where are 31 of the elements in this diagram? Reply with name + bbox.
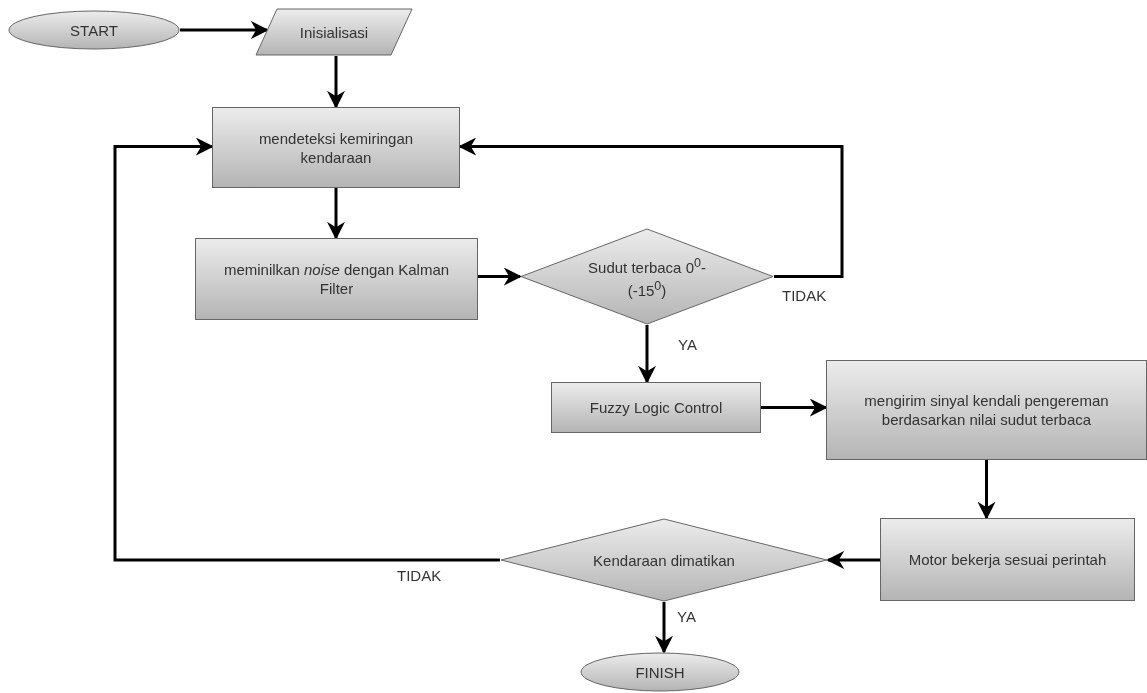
process-box [880, 518, 1135, 601]
node-text: Sudut terbaca 0$^{0}$-(-15$^{0}$) [587, 254, 707, 300]
arrow [478, 267, 522, 286]
decision-diamond [520, 228, 774, 325]
arrow [327, 56, 345, 109]
arrow [458, 137, 844, 278]
arrow [180, 21, 269, 39]
arrow [327, 188, 345, 240]
arrow [826, 551, 880, 569]
process-box [551, 382, 761, 433]
node-text: Inisialisasi [298, 22, 370, 42]
process-box [826, 360, 1147, 460]
arrow [977, 460, 996, 520]
arrow [761, 398, 828, 417]
node-text: meminilkan noise dengan Kalman Filter [222, 260, 451, 298]
terminal-ellipse [8, 10, 180, 50]
process-box [195, 238, 478, 320]
node-text: Motor bekerja sesuai perintah [907, 550, 1108, 569]
node-text: FINISH [634, 662, 686, 682]
node-text: Fuzzy Logic Control [588, 398, 724, 417]
process-box [212, 107, 460, 188]
arrow [638, 325, 656, 384]
arrow [655, 602, 673, 654]
node-text: mengirim sinyal kendali pengereman berdasarkan nilai sudut terbaca [863, 391, 1110, 429]
node-text: Kendaraan dimatikan [592, 550, 736, 570]
node-text: mendeteksi kemiringan kendaraan [257, 128, 415, 167]
arrow [113, 137, 500, 562]
input-parallelogram [255, 8, 413, 56]
node-text: START [69, 20, 119, 40]
decision-diamond [500, 518, 828, 602]
terminal-ellipse [580, 652, 740, 692]
